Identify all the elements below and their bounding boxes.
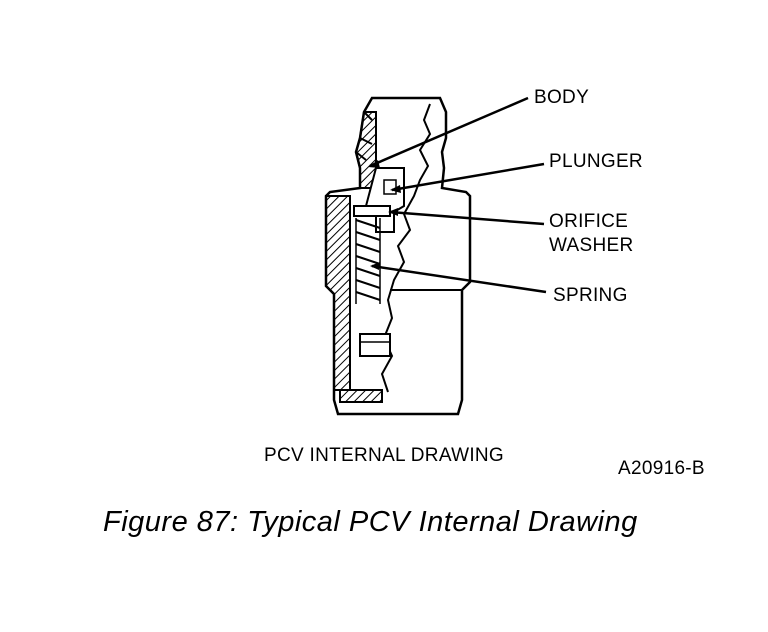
body-wall-section [325,195,351,391]
orifice-washer [353,205,391,217]
spring-coils [355,218,381,304]
spring-arrowhead [370,262,380,270]
spring-leader [371,264,547,294]
callout-body: BODY [534,87,590,108]
orifice-washer-leader [389,210,545,226]
body-arrowhead [368,160,380,168]
plunger-leader [391,162,545,192]
orifice-washer-arrowhead [388,208,398,216]
drawing-code: A20916-B [618,458,705,479]
body-leader [369,96,529,168]
base-ring [339,389,383,403]
callout-plunger: PLUNGER [549,151,643,172]
barb-wall-section [354,111,377,189]
figure-caption: Figure 87: Typical PCV Internal Drawing [103,506,638,538]
drawing-title: PCV INTERNAL DRAWING [264,445,505,466]
plunger-arrowhead [390,185,401,193]
callout-orifice-line2: WASHER [549,235,634,256]
valve-seat [359,333,391,357]
callout-orifice-line1: ORIFICE [549,211,629,232]
callout-spring: SPRING [553,285,628,306]
